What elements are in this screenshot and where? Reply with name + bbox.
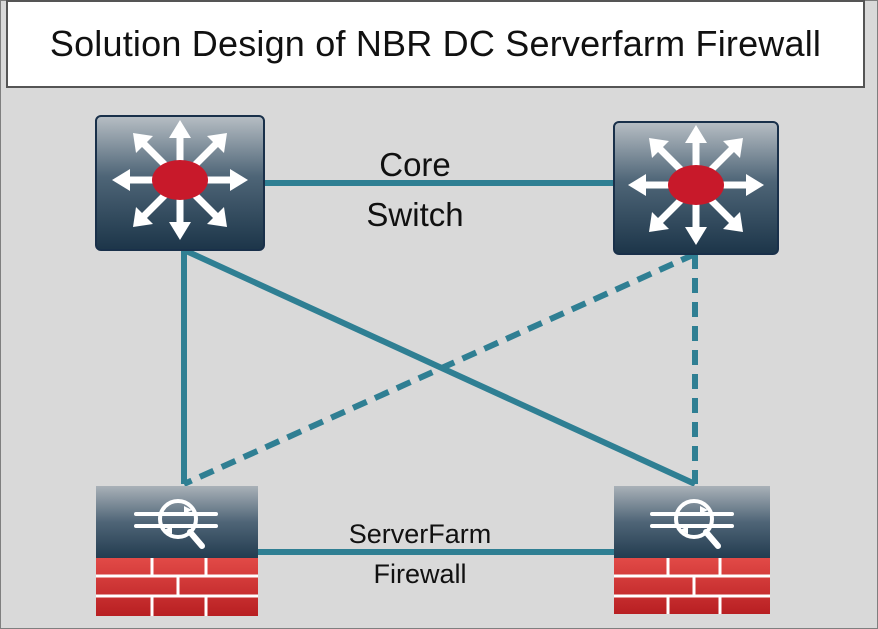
core-switch-2[interactable] [613, 121, 779, 255]
firewall-1[interactable] [96, 486, 258, 616]
core-switch-label: Core Switch [340, 140, 490, 240]
firewall-2[interactable] [614, 486, 770, 614]
link-core2-fw1-dashed [182, 251, 697, 487]
page-title: Solution Design of NBR DC Serverfarm Fir… [49, 23, 822, 64]
core-switch-1[interactable] [95, 115, 265, 251]
core-label-line2: Switch [366, 196, 464, 233]
links [181, 180, 698, 555]
fw-label-line2: Firewall [373, 559, 467, 589]
link-core1-fw2 [182, 247, 697, 487]
firewall-icon [96, 486, 258, 558]
firewall-label: ServerFarm Firewall [320, 514, 520, 594]
core-label-line1: Core [379, 146, 451, 183]
firewall-icon [614, 486, 770, 558]
fw-label-line1: ServerFarm [348, 519, 492, 549]
title-box: Solution Design of NBR DC Serverfarm Fir… [6, 0, 865, 88]
